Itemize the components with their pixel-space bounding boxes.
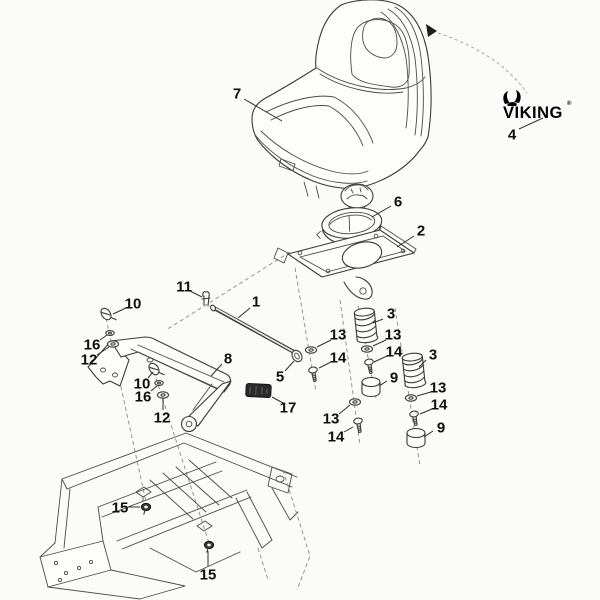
helmet-left-horn-icon [503, 91, 510, 104]
viking-logo: VIKING ® [503, 90, 572, 122]
callout-leader-10 [147, 371, 154, 379]
part-16-washer-a [105, 329, 115, 337]
helmet-dome-icon [507, 101, 517, 106]
part-2-seat-plate [273, 225, 417, 300]
callout-leader-9 [423, 430, 434, 438]
part-callout-8: 8 [224, 351, 232, 368]
part-10-clip-a [98, 305, 117, 326]
callout-leader-13 [338, 404, 351, 415]
part-callout-15: 15 [200, 567, 217, 584]
part-callout-11: 11 [176, 279, 192, 296]
chassis-frame [39, 432, 311, 600]
callout-leader-8 [210, 363, 223, 377]
part-9-bushing-a [361, 376, 381, 398]
part-callout-14: 14 [330, 350, 347, 367]
part-callout-3: 3 [429, 347, 437, 364]
part-8-seat-bracket [87, 336, 232, 433]
part-callout-12: 12 [81, 352, 98, 369]
part-5-washer [291, 349, 303, 363]
part-callout-13: 13 [385, 327, 402, 344]
part-callout-13: 13 [330, 327, 347, 344]
callout-leader-11 [189, 290, 203, 298]
part-12-washer-a [106, 340, 120, 348]
callout-leader-10 [112, 307, 127, 315]
part-callout-13: 13 [430, 380, 447, 397]
callout-leader-7 [243, 98, 283, 122]
part-9-bushing-b [406, 427, 426, 449]
part-3-spring-b [401, 351, 427, 390]
part-callout-16: 16 [135, 389, 152, 406]
seat-latch [278, 158, 296, 172]
part-14-bolt-a [307, 365, 320, 383]
part-16-washer-b [154, 379, 164, 387]
callout-leader-14 [419, 408, 433, 415]
callout-leader-1 [237, 307, 251, 319]
part-callout-15: 15 [112, 500, 129, 517]
sticker-position-arrow-icon [426, 24, 528, 94]
callout-leader-13 [416, 391, 432, 397]
part-callout-14: 14 [431, 397, 448, 414]
headrest-cutout [362, 17, 398, 59]
part-callout-13: 13 [323, 411, 340, 428]
part-callout-6: 6 [394, 194, 402, 211]
callout-leader-13 [372, 339, 387, 347]
callout-leader-6 [371, 205, 392, 218]
part-14-bolt-d [408, 409, 421, 427]
part-callout-16: 16 [84, 337, 101, 354]
callout-leader-14 [343, 426, 354, 433]
callout-leader-4 [518, 117, 544, 130]
part-callout-4: 4 [508, 127, 517, 144]
part-14-bolt-c [352, 416, 365, 434]
part-13-washer-b [360, 345, 374, 353]
part-callout-3: 3 [387, 306, 395, 323]
part-1-pivot-rod [210, 304, 296, 354]
callout-leader-2 [396, 235, 415, 248]
part-callout-7: 7 [233, 86, 241, 103]
callout-leader-16 [150, 385, 158, 392]
part-callout-14: 14 [328, 429, 345, 446]
brand-name: VIKING [503, 104, 563, 122]
part-14-bolt-b [363, 357, 376, 375]
part-15-nut-a [140, 502, 152, 515]
part-callout-2: 2 [417, 223, 425, 240]
registered-mark: ® [567, 100, 572, 107]
part-callout-14: 14 [386, 344, 403, 361]
callout-leader-3 [372, 318, 384, 324]
part-3-spring-a [353, 306, 379, 345]
callout-leader-9 [378, 380, 388, 387]
part-13-washer-a [304, 346, 318, 354]
part-callout-10: 10 [134, 376, 151, 393]
callout-leader-13 [316, 339, 332, 348]
callout-leader-12 [96, 346, 110, 356]
part-17-damper-block [245, 383, 272, 399]
part-callout-1: 1 [252, 294, 260, 311]
callout-leader-14 [373, 355, 388, 363]
callout-leader-16 [99, 334, 108, 341]
part-7-seat [251, 0, 432, 199]
part-callout-9: 9 [437, 420, 445, 437]
part-callout-17: 17 [280, 400, 297, 417]
helmet-right-horn-icon [514, 90, 521, 103]
part-callout-12: 12 [154, 410, 171, 427]
callout-leader-14 [318, 361, 332, 369]
callout-leader-5 [284, 360, 295, 372]
part-callout-5: 5 [276, 369, 284, 386]
callout-leader-3 [418, 359, 427, 368]
part-callout-10: 10 [125, 296, 142, 313]
part-12-washer-b [156, 391, 170, 399]
callout-leader-17 [271, 396, 284, 404]
part-15-nut-b [203, 540, 215, 553]
part-13-washer-d [404, 394, 418, 402]
part-13-washer-c [348, 398, 362, 406]
part-callout-9: 9 [390, 370, 398, 387]
part-11-pin [201, 291, 211, 307]
